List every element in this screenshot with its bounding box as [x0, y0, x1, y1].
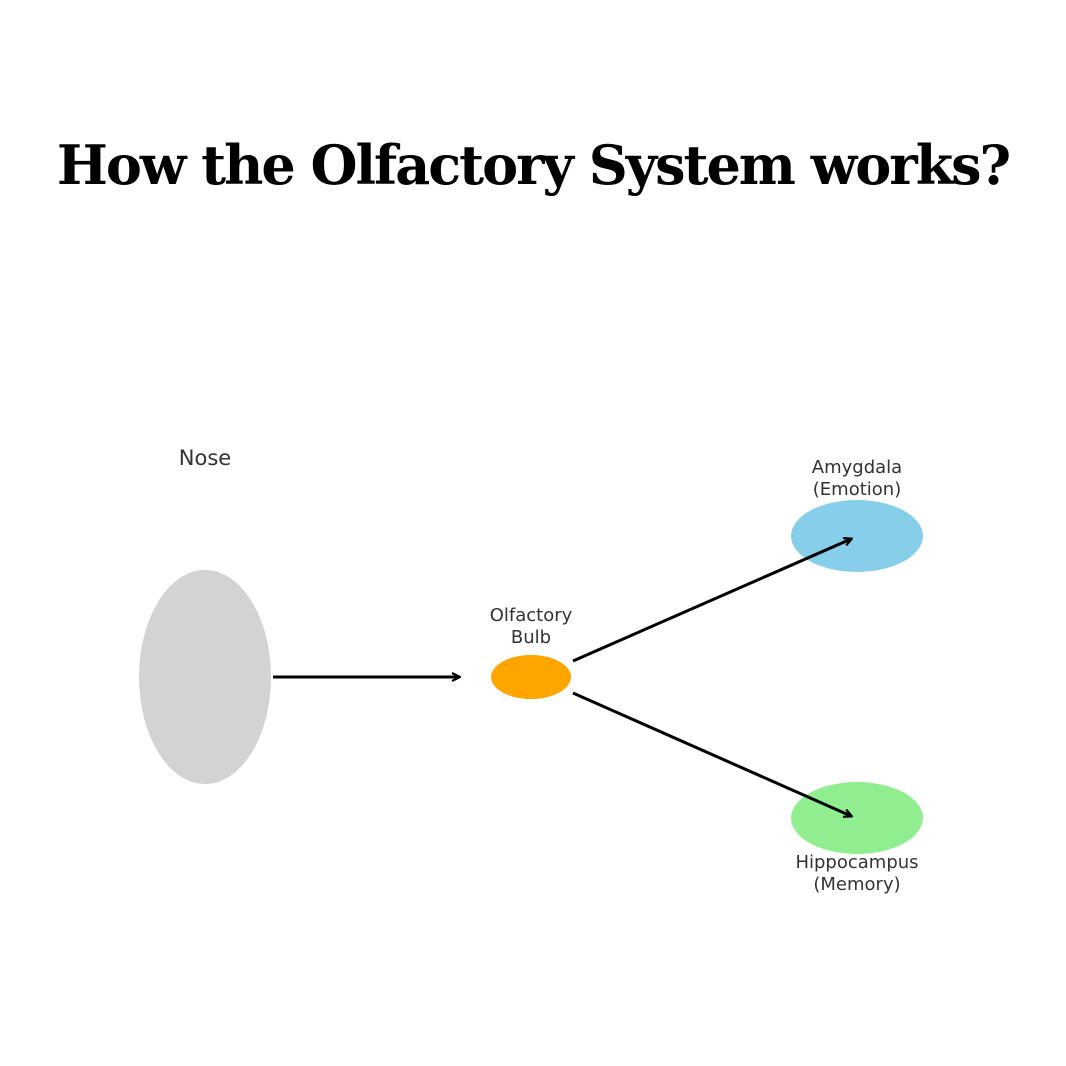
olfactory-bulb-label-line2: Bulb	[511, 627, 551, 648]
amygdala-node	[791, 500, 923, 572]
hippocampus-label-line1: Hippocampus	[795, 852, 918, 873]
diagram-title: How the Olfactory System works?	[56, 133, 1011, 197]
hippocampus-node	[791, 782, 923, 854]
nose-label: Nose	[179, 446, 231, 470]
olfactory-bulb-label-line1: Olfactory	[490, 605, 573, 626]
nose-node	[139, 570, 271, 784]
edge-bulb-to-hippocampus	[572, 691, 851, 816]
edge-bulb-to-amygdala	[572, 539, 851, 663]
amygdala-label-line1: Amygdala	[812, 457, 902, 478]
amygdala-label-line2: (Emotion)	[813, 479, 901, 500]
hippocampus-label-line2: (Memory)	[813, 874, 900, 895]
olfactory-bulb-node	[491, 655, 571, 699]
